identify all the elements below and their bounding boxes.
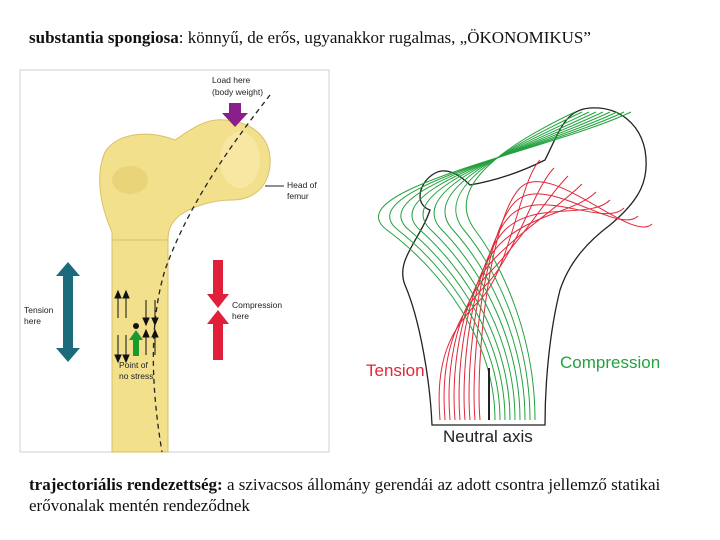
no-stress-label-line1: Point of [119,360,148,370]
neutral-axis-label: Neutral axis [443,427,533,446]
no-stress-arrow-shaft [133,338,139,356]
tension-label-line2: here [24,316,41,326]
femoral-head-highlight [220,132,260,188]
compression-arrow-bottom-shaft [213,322,223,360]
tension-label: Tension [366,361,425,380]
right-trajectory-figure: Tension Compression Neutral axis [366,108,660,446]
greater-trochanter [112,166,148,194]
compression-label-line2: here [232,311,249,321]
tension-label-line1: Tension [24,305,54,315]
left-figure-frame [20,70,329,452]
footer-term: trajectoriális rendezettség: [29,475,223,494]
left-femur-figure: Load here (body weight) Head of femur Te… [20,70,329,452]
footer-text: trajectoriális rendezettség: a szivacsos… [29,474,709,516]
compression-label: Compression [560,353,660,372]
head-label-line2: femur [287,191,309,201]
tension-arrow-shaft [63,276,73,348]
compression-arrow-top-shaft [213,260,223,296]
compression-label-line1: Compression [232,300,282,310]
no-stress-label-line2: no stress [119,371,154,381]
load-label-line2: (body weight) [212,87,263,97]
load-label-line1: Load here [212,75,251,85]
head-label-line1: Head of [287,180,317,190]
no-stress-point [133,323,139,329]
bone-outline [403,108,647,425]
